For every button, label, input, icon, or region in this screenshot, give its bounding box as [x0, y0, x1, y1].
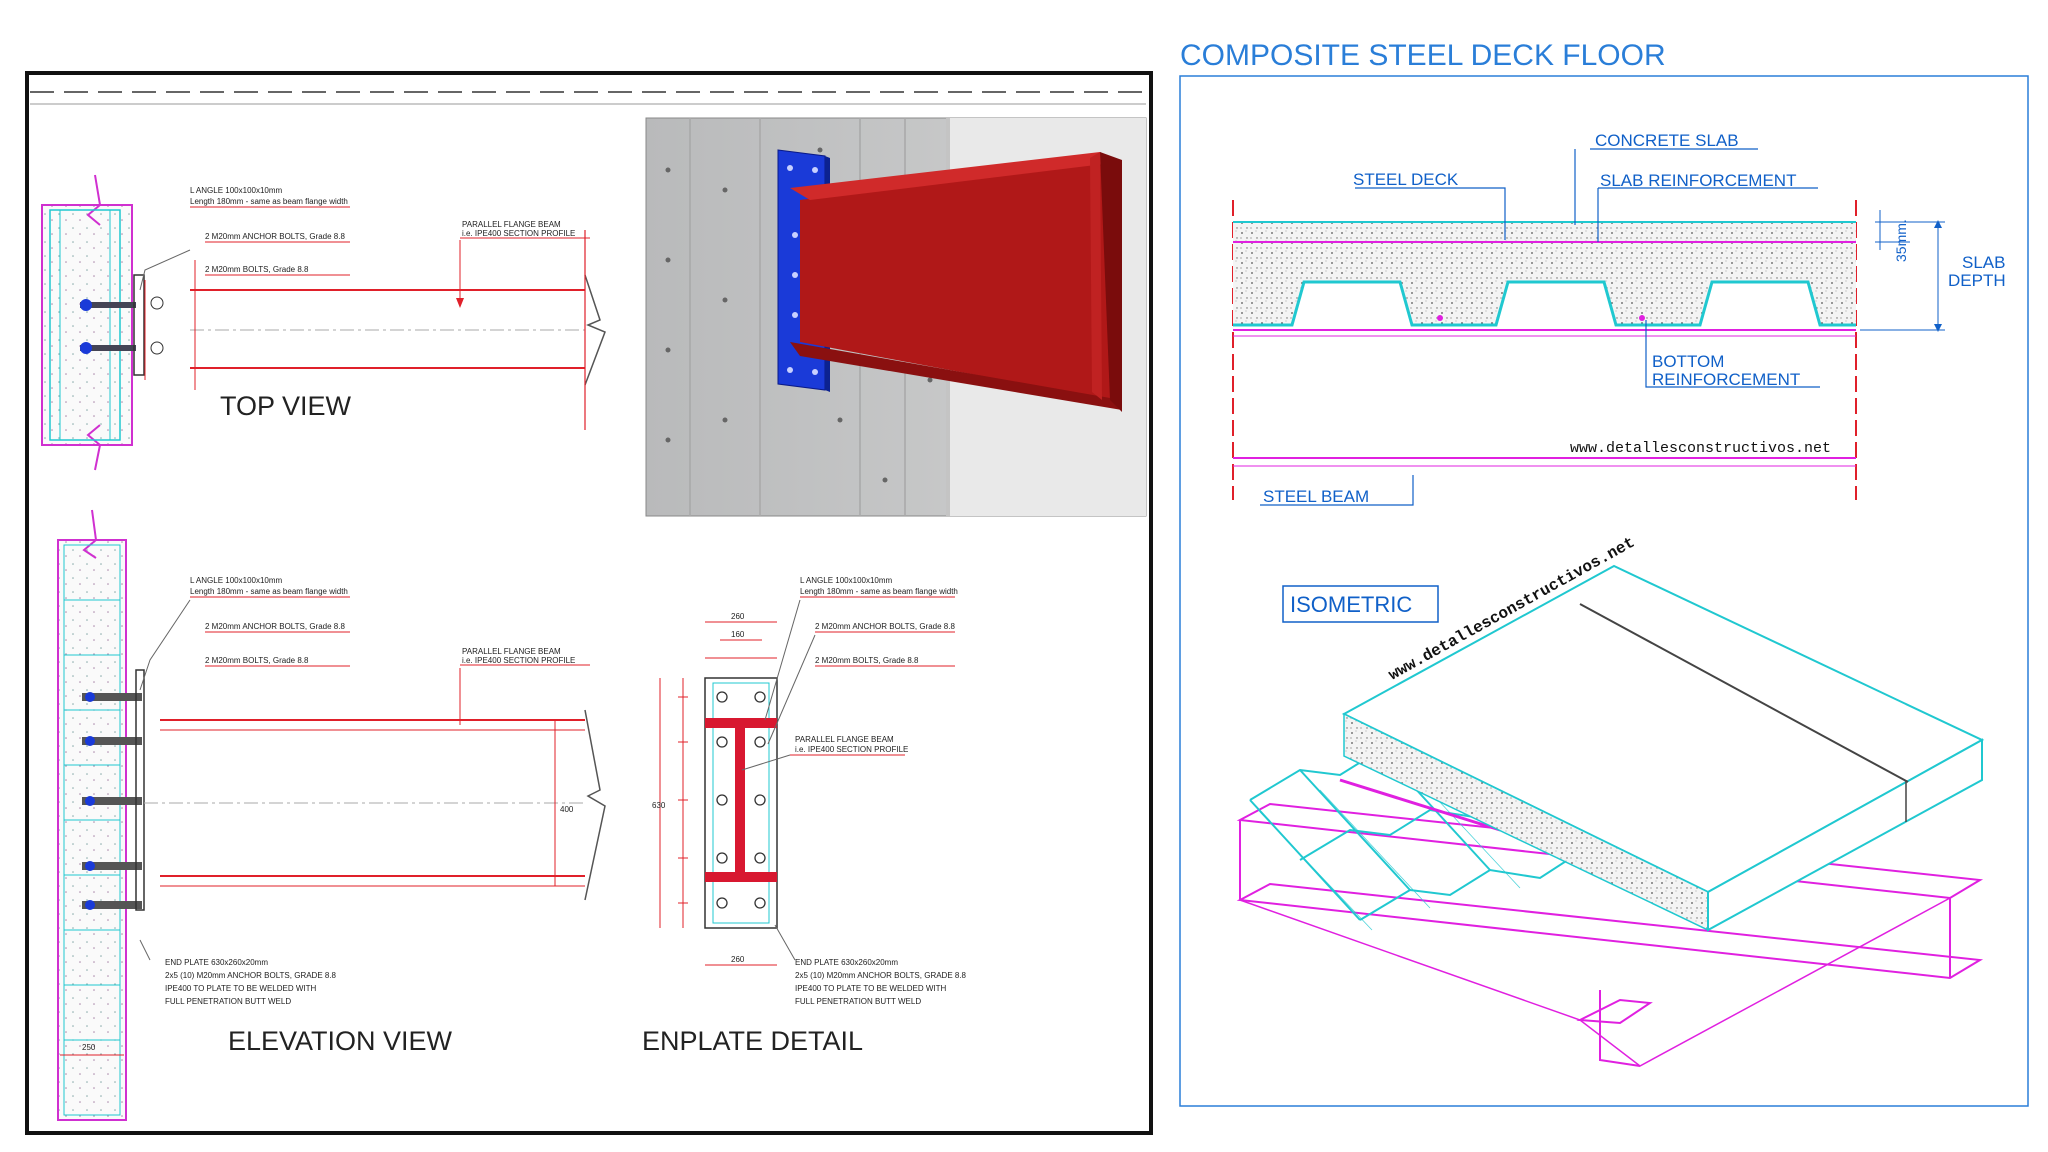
ed-note-10: FULL PENETRATION BUTT WELD	[795, 997, 921, 1006]
ev-note-5: PARALLEL FLANGE BEAM	[462, 647, 561, 656]
ev-note-4: 2 M20mm BOLTS, Grade 8.8	[205, 656, 309, 665]
ed-note-6: i.e. IPE400 SECTION PROFILE	[795, 745, 908, 754]
ev-note-2: Length 180mm - same as beam flange width	[190, 587, 348, 596]
steel-beam-label: STEEL BEAM	[1263, 487, 1369, 506]
elev-dim-wall: 250	[82, 1043, 96, 1052]
enplate-detail: 260 160 630 260 L ANGLE 100x100x10mm Len…	[642, 576, 967, 1056]
ed-dim-top: 260	[731, 612, 745, 621]
isometric-label-box	[1282, 585, 1439, 623]
steel-deck-profile	[1233, 280, 1856, 327]
ev-note-8: 2x5 (10) M20mm ANCHOR BOLTS, GRADE 8.8	[165, 971, 337, 980]
composite-title: COMPOSITE STEEL DECK FLOOR	[1180, 39, 1666, 72]
ev-note-7: END PLATE 630x260x20mm	[165, 958, 268, 967]
section-watermark: www.detallesconstructivos.net	[1570, 440, 1831, 457]
tv-note-3: 2 M20mm ANCHOR BOLTS, Grade 8.8	[205, 232, 345, 241]
enplate-detail-title: ENPLATE DETAIL	[642, 1026, 863, 1056]
tv-note-6: i.e. IPE400 SECTION PROFILE	[462, 229, 575, 238]
slab-depth-label-1: SLAB	[1962, 253, 2005, 272]
ed-dim-gauge: 160	[731, 630, 745, 639]
end-plate-outline	[704, 677, 778, 929]
elevation-view: 400 L ANGLE 100x100x10mm Length 180mm - …	[57, 509, 606, 1121]
isometric-label: ISOMETRIC	[1290, 592, 1412, 617]
wall-section-top	[41, 204, 133, 446]
ed-note-8: 2x5 (10) M20mm ANCHOR BOLTS, GRADE 8.8	[795, 971, 967, 980]
tv-note-2: Length 180mm - same as beam flange width	[190, 197, 348, 206]
concrete-slab-label: CONCRETE SLAB	[1595, 131, 1739, 150]
beam-render-web	[800, 158, 1110, 400]
tv-note-4: 2 M20mm BOLTS, Grade 8.8	[205, 265, 309, 274]
cover-dim: 35mm.	[1893, 219, 1909, 262]
ev-note-10: FULL PENETRATION BUTT WELD	[165, 997, 291, 1006]
tv-note-1: L ANGLE 100x100x10mm	[190, 186, 283, 195]
deck-section: 35mm. SLAB DEPTH CONCRETE SLAB STEEL DEC…	[1232, 131, 2006, 506]
ev-note-1: L ANGLE 100x100x10mm	[190, 576, 283, 585]
tv-note-5: PARALLEL FLANGE BEAM	[462, 220, 561, 229]
end-plate-top	[133, 274, 145, 376]
wall-section-elev	[57, 539, 127, 1121]
slab-depth-label-2: DEPTH	[1948, 271, 2006, 290]
ed-note-7: END PLATE 630x260x20mm	[795, 958, 898, 967]
ed-dim-height: 630	[652, 801, 666, 810]
ed-note-4: 2 M20mm BOLTS, Grade 8.8	[815, 656, 919, 665]
ed-note-3: 2 M20mm ANCHOR BOLTS, Grade 8.8	[815, 622, 955, 631]
ed-dim-bottom: 260	[731, 955, 745, 964]
top-view: L ANGLE 100x100x10mm Length 180mm - same…	[41, 174, 606, 471]
ev-note-3: 2 M20mm ANCHOR BOLTS, Grade 8.8	[205, 622, 345, 631]
steel-deck-label: STEEL DECK	[1353, 170, 1459, 189]
ed-note-9: IPE400 TO PLATE TO BE WELDED WITH	[795, 984, 947, 993]
connection-render	[645, 117, 1147, 517]
concrete-slab-fill	[1233, 242, 1856, 325]
ed-note-5: PARALLEL FLANGE BEAM	[795, 735, 894, 744]
ed-note-1: L ANGLE 100x100x10mm	[800, 576, 893, 585]
ed-note-2: Length 180mm - same as beam flange width	[800, 587, 958, 596]
bottom-reinf-label-2: REINFORCEMENT	[1652, 370, 1800, 389]
elev-dim-depth: 400	[560, 805, 574, 814]
elevation-view-title: ELEVATION VIEW	[228, 1026, 453, 1056]
top-view-title: TOP VIEW	[220, 391, 352, 421]
anchor-bolts-top	[80, 299, 136, 354]
ev-note-9: IPE400 TO PLATE TO BE WELDED WITH	[165, 984, 317, 993]
ev-note-6: i.e. IPE400 SECTION PROFILE	[462, 656, 575, 665]
slab-reinforcement-label: SLAB REINFORCEMENT	[1600, 171, 1796, 190]
bottom-reinf-label-1: BOTTOM	[1652, 352, 1724, 371]
